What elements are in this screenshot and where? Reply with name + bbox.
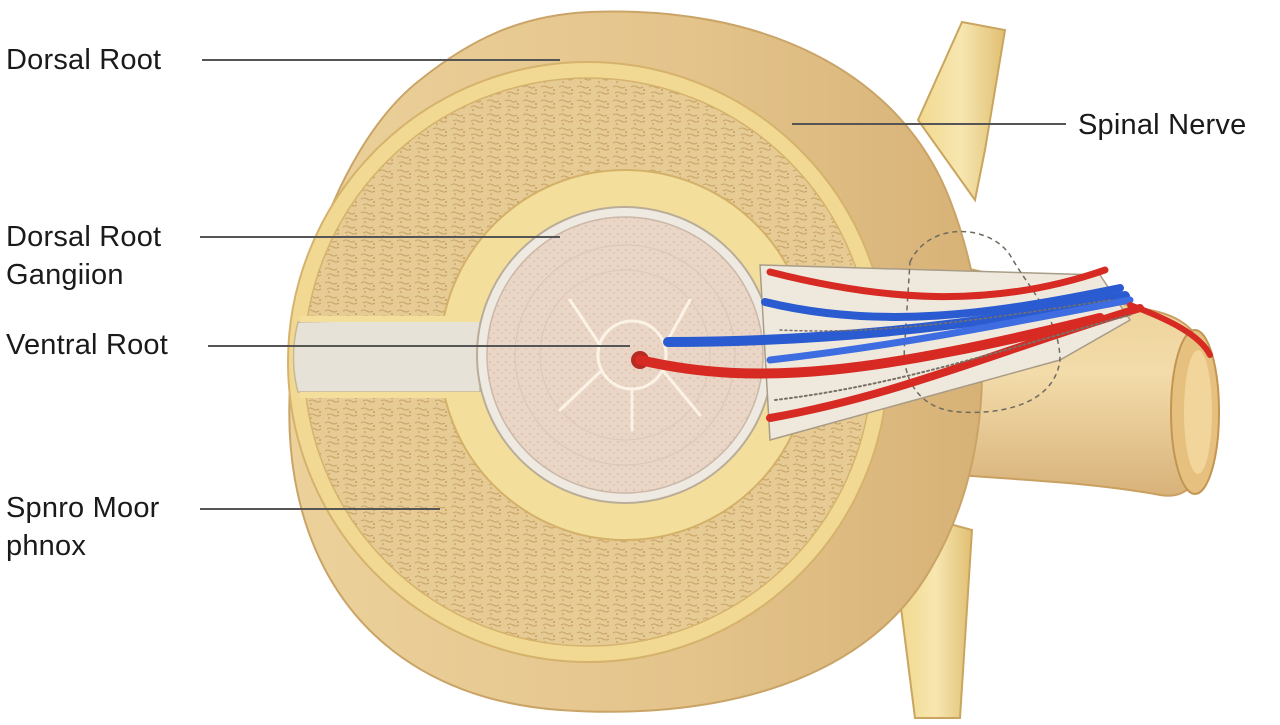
upper-root-trunk bbox=[916, 20, 1007, 203]
spinal-cord bbox=[486, 216, 764, 494]
dorsal-root-label: Dorsal Root bbox=[6, 41, 161, 79]
drg-text-line2: Gangiion bbox=[6, 259, 124, 291]
ventral-root-text: Ventral Root bbox=[6, 329, 168, 361]
spnro-moor-label: Spnro Moor phnox bbox=[6, 489, 160, 565]
ventral-root-label: Ventral Root bbox=[6, 326, 168, 364]
nerve-fibers bbox=[635, 266, 1213, 422]
leader-lines bbox=[200, 59, 1066, 510]
dorsal-root-ganglion-label: Dorsal Root Gangiion bbox=[6, 218, 161, 294]
spnro-text-line1: Spnro Moor bbox=[6, 492, 160, 524]
grey-matter-pattern bbox=[558, 298, 702, 432]
spinal-nerve-label: Spinal Nerve bbox=[1078, 106, 1246, 144]
ganglion-outline bbox=[903, 230, 1061, 414]
spinal-nerve-text: Spinal Nerve bbox=[1078, 109, 1247, 141]
left-notch bbox=[292, 317, 481, 393]
drg-text-line1: Dorsal Root bbox=[6, 221, 162, 253]
spnro-text-line2: phnox bbox=[6, 530, 87, 562]
dorsal-root-text: Dorsal Root bbox=[6, 44, 162, 76]
